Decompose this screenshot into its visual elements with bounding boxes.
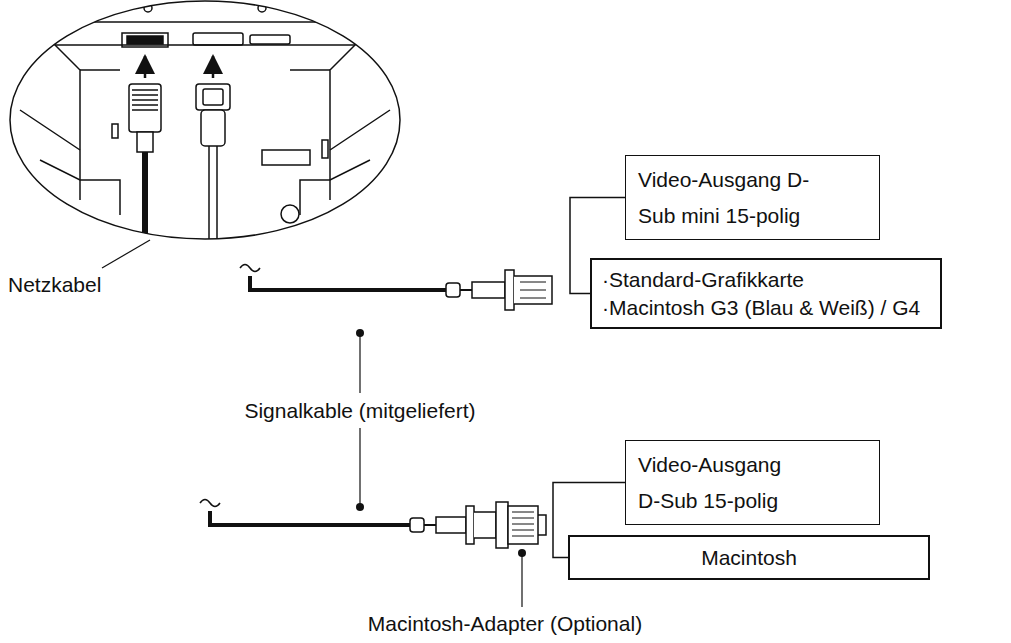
leader-dot	[356, 503, 364, 511]
stand-screw	[281, 205, 299, 223]
plug-grip	[132, 90, 158, 110]
power-socket-pins	[127, 36, 163, 44]
plug-body	[436, 517, 466, 533]
ferrite	[446, 283, 460, 297]
signal-cable	[209, 146, 217, 245]
plug-shell	[514, 276, 552, 304]
signal-plug	[196, 84, 230, 110]
power-socket	[122, 33, 168, 47]
plug-detail	[520, 282, 546, 298]
signal-plug-face	[203, 89, 223, 105]
port-box: ·Standard-Grafikkarte·Macintosh G3 (Blau…	[590, 258, 942, 329]
socket	[250, 35, 290, 44]
port-text: Video-Ausgang D-Sub 15-polig	[638, 447, 785, 519]
leader-line	[521, 553, 522, 607]
port-text: ·Macintosh G3 (Blau & Weiß) / G4	[602, 294, 920, 322]
leader-line	[359, 333, 360, 393]
leader-line	[102, 240, 150, 268]
housing-edge	[0, 21, 410, 23]
adapter-detail	[512, 512, 534, 536]
signal-cable-adapter	[200, 500, 546, 549]
plug-body	[472, 282, 505, 298]
port-box: Video-Ausgang D-Sub 15-polig	[625, 440, 880, 525]
cable	[460, 289, 472, 291]
clip	[112, 124, 118, 138]
port-box: Macintosh	[568, 535, 930, 580]
housing-wall	[55, 45, 355, 200]
housing-ledge	[80, 69, 330, 71]
port-text: Macintosh	[701, 543, 797, 573]
signal-plug-body	[201, 110, 225, 146]
power-plug	[129, 84, 161, 132]
port-text: ·Standard-Grafikkarte	[602, 266, 804, 294]
housing-recess	[40, 22, 370, 45]
adapter-body	[508, 506, 538, 544]
part-label: Signalkable (mitgeliefert)	[241, 398, 478, 424]
signal-cable-mini	[240, 265, 552, 311]
cable	[250, 276, 446, 290]
stand-foot	[40, 160, 370, 215]
plug-flange	[505, 270, 514, 310]
plug-flange	[466, 506, 474, 544]
adapter-pins	[538, 515, 546, 535]
insert-arrow	[144, 56, 147, 78]
insert-arrow	[212, 56, 215, 78]
adapter-flange	[496, 502, 508, 548]
magnifier-outline	[10, 1, 400, 239]
cable	[210, 511, 410, 525]
cable	[424, 524, 436, 526]
port-text: Video-Ausgang D-Sub mini 15-polig	[638, 162, 826, 234]
stand-edge	[20, 110, 390, 150]
break-mark	[240, 265, 260, 272]
dsub-socket	[193, 33, 243, 45]
cable-holder	[262, 150, 310, 165]
clip	[322, 140, 328, 158]
power-cable	[142, 152, 148, 245]
part-label: Netzkabel	[5, 272, 104, 298]
port-box: Video-Ausgang D-Sub mini 15-polig	[625, 155, 880, 240]
plug-shell	[474, 512, 496, 538]
part-label: Macintosh-Adapter (Optional)	[365, 611, 645, 637]
break-mark	[200, 500, 220, 507]
adapter-leader	[518, 549, 526, 607]
ferrite	[410, 518, 424, 532]
plug-neck	[137, 132, 153, 152]
leader-line	[359, 428, 360, 507]
